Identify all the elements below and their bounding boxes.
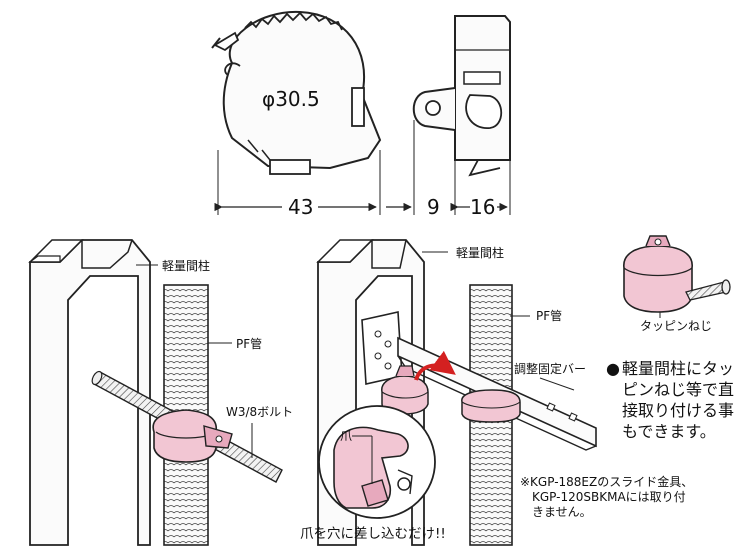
- bar-label: 調整固定バー: [514, 361, 586, 376]
- insert-arrow-icon: [414, 350, 456, 381]
- dimension-lines: 43 9 16: [214, 120, 511, 219]
- right-pink-clamp: [461, 389, 521, 423]
- dimension-16: 16: [470, 195, 495, 219]
- left-pink-clamp: [152, 409, 233, 463]
- caution-note: ※KGP-188EZのスライド金具、 KGP-120SBKMAには取り付 きませ…: [520, 474, 693, 519]
- clamp-front-view: φ30.5: [211, 10, 382, 175]
- caution-line-2: KGP-120SBKMAには取り付: [532, 490, 686, 504]
- right-stud-label: 軽量間柱: [456, 245, 504, 260]
- caution-line-1: ※KGP-188EZのスライド金具、: [520, 474, 693, 489]
- diameter-label: φ30.5: [262, 87, 320, 111]
- left-pipe-label: PF管: [236, 336, 262, 351]
- claw-detail-inset: 爪 爪を穴に差し込むだけ!!: [300, 405, 446, 542]
- dimension-9: 9: [427, 195, 440, 219]
- bolt-label: W3/8ボルト: [226, 405, 293, 419]
- insert-caption: 爪を穴に差し込むだけ!!: [300, 526, 446, 542]
- clamp-side-view: [412, 15, 511, 177]
- screw-label: タッピンねじ: [640, 319, 712, 333]
- caution-line-3: きません。: [532, 505, 592, 519]
- left-installation-scene: 軽量間柱 PF管 W3/8ボルト: [28, 239, 293, 546]
- feature-note: ● 軽量間柱にタッ ピンねじ等で直 接取り付ける事 もできます。: [606, 359, 734, 441]
- feature-line-2: ピンねじ等で直: [622, 380, 734, 399]
- feature-line-3: 接取り付ける事: [622, 401, 734, 420]
- loose-pink-clamp: [381, 365, 429, 415]
- right-pipe-label: PF管: [536, 308, 562, 323]
- feature-bullet: ●: [606, 359, 620, 378]
- claw-label: 爪: [340, 429, 352, 443]
- feature-line-1: 軽量間柱にタッ: [622, 359, 734, 378]
- feature-line-4: もできます。: [622, 422, 716, 441]
- screw-detail: タッピンねじ: [623, 235, 731, 333]
- left-stud-label: 軽量間柱: [162, 258, 210, 273]
- dimension-43: 43: [288, 195, 313, 219]
